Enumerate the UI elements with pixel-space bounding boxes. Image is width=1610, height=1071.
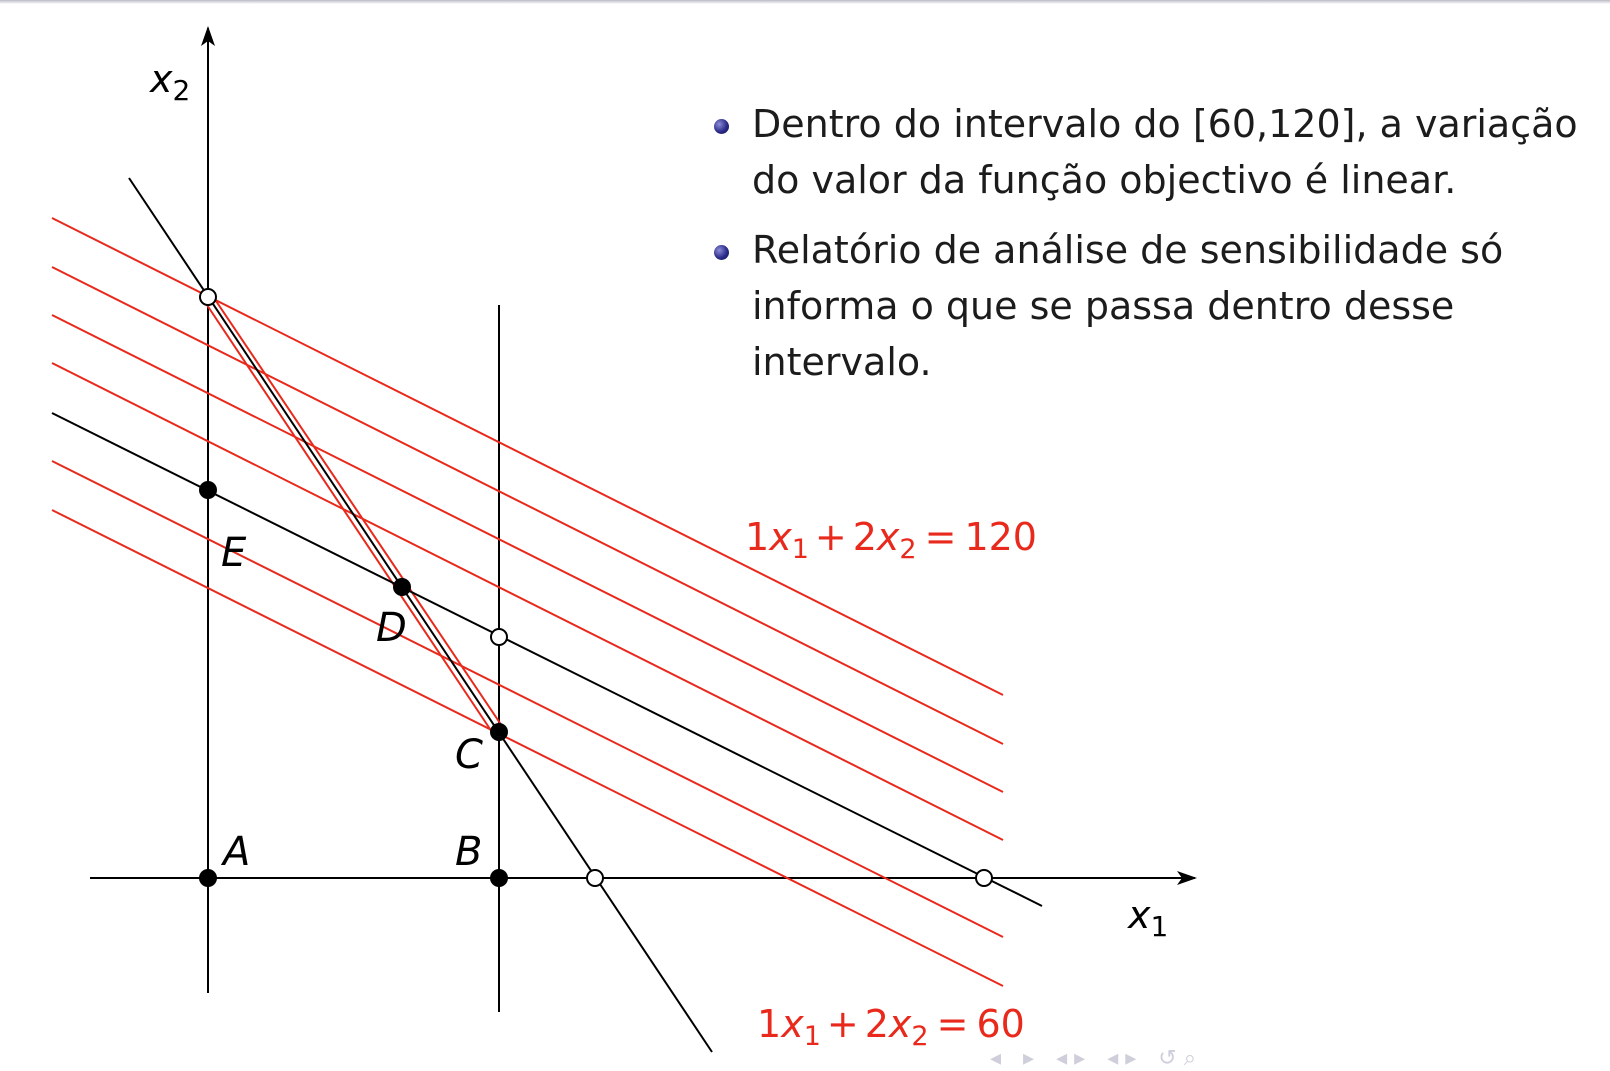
- vertices: [199, 481, 508, 887]
- open-points: [199, 288, 993, 887]
- constraint-lines: [51, 177, 1043, 1053]
- bullet-item: Dentro do intervalo do [60,120], a varia…: [712, 96, 1592, 208]
- x-axis-label: x1: [1127, 893, 1168, 943]
- nav-subsection-icon[interactable]: ◂ ▸: [1107, 1046, 1137, 1071]
- vertex-a: [199, 869, 217, 887]
- open-point: [199, 288, 217, 306]
- open-point: [586, 869, 604, 887]
- bullet-text: Relatório de análise de sensibilidade só…: [752, 228, 1504, 384]
- vertex-label-e: E: [221, 530, 247, 576]
- vertex-d: [393, 578, 411, 596]
- bullet-text: Dentro do intervalo do [60,120], a varia…: [752, 102, 1578, 202]
- bullet-icon: [714, 245, 729, 260]
- constraint-line-steep: [128, 177, 713, 1053]
- bullet-item: Relatório de análise de sensibilidade só…: [712, 222, 1592, 390]
- iso-profit-lines: [51, 217, 1004, 987]
- bullet-icon: [714, 119, 729, 134]
- vertex-label-a: A: [220, 829, 250, 875]
- iso-profit-line-steep: [213, 297, 507, 733]
- iso-profit-line: [51, 314, 1004, 793]
- vertex-c: [490, 723, 508, 741]
- slide-top-rule: [0, 0, 1610, 4]
- iso-profit-line: [51, 266, 1004, 745]
- bullet-list: Dentro do intervalo do [60,120], a varia…: [712, 96, 1592, 404]
- iso-profit-line: [51, 362, 1004, 841]
- beamer-navigation-bar: ◂ ▸ ◂ ▸ ◂ ▸ ↺ ⌕: [990, 1046, 1530, 1071]
- constraint-line-shallow: [51, 412, 1043, 907]
- open-point: [975, 869, 993, 887]
- vertex-label-d: D: [376, 605, 407, 651]
- nav-zoom-icon[interactable]: ↺ ⌕: [1158, 1046, 1197, 1071]
- iso-profit-label-120: 1x1+2x2=120: [745, 515, 1037, 565]
- nav-section-icon[interactable]: ◂ ▸: [1056, 1046, 1086, 1071]
- vertex-label-c: C: [455, 732, 483, 778]
- iso-profit-line: [51, 460, 1004, 938]
- nav-frame-right-icon[interactable]: ▸: [1023, 1046, 1035, 1071]
- vertex-b: [490, 869, 508, 887]
- nav-frame-left-icon[interactable]: ◂: [990, 1046, 1002, 1071]
- vertex-label-b: B: [455, 829, 482, 875]
- vertex-e: [199, 481, 217, 499]
- y-axis-label: x2: [149, 57, 190, 107]
- iso-profit-line-steep: [200, 295, 493, 733]
- iso-profit-line: [51, 509, 1004, 987]
- iso-profit-label-60: 1x1+2x2=60: [757, 1002, 1025, 1052]
- open-point: [490, 628, 508, 646]
